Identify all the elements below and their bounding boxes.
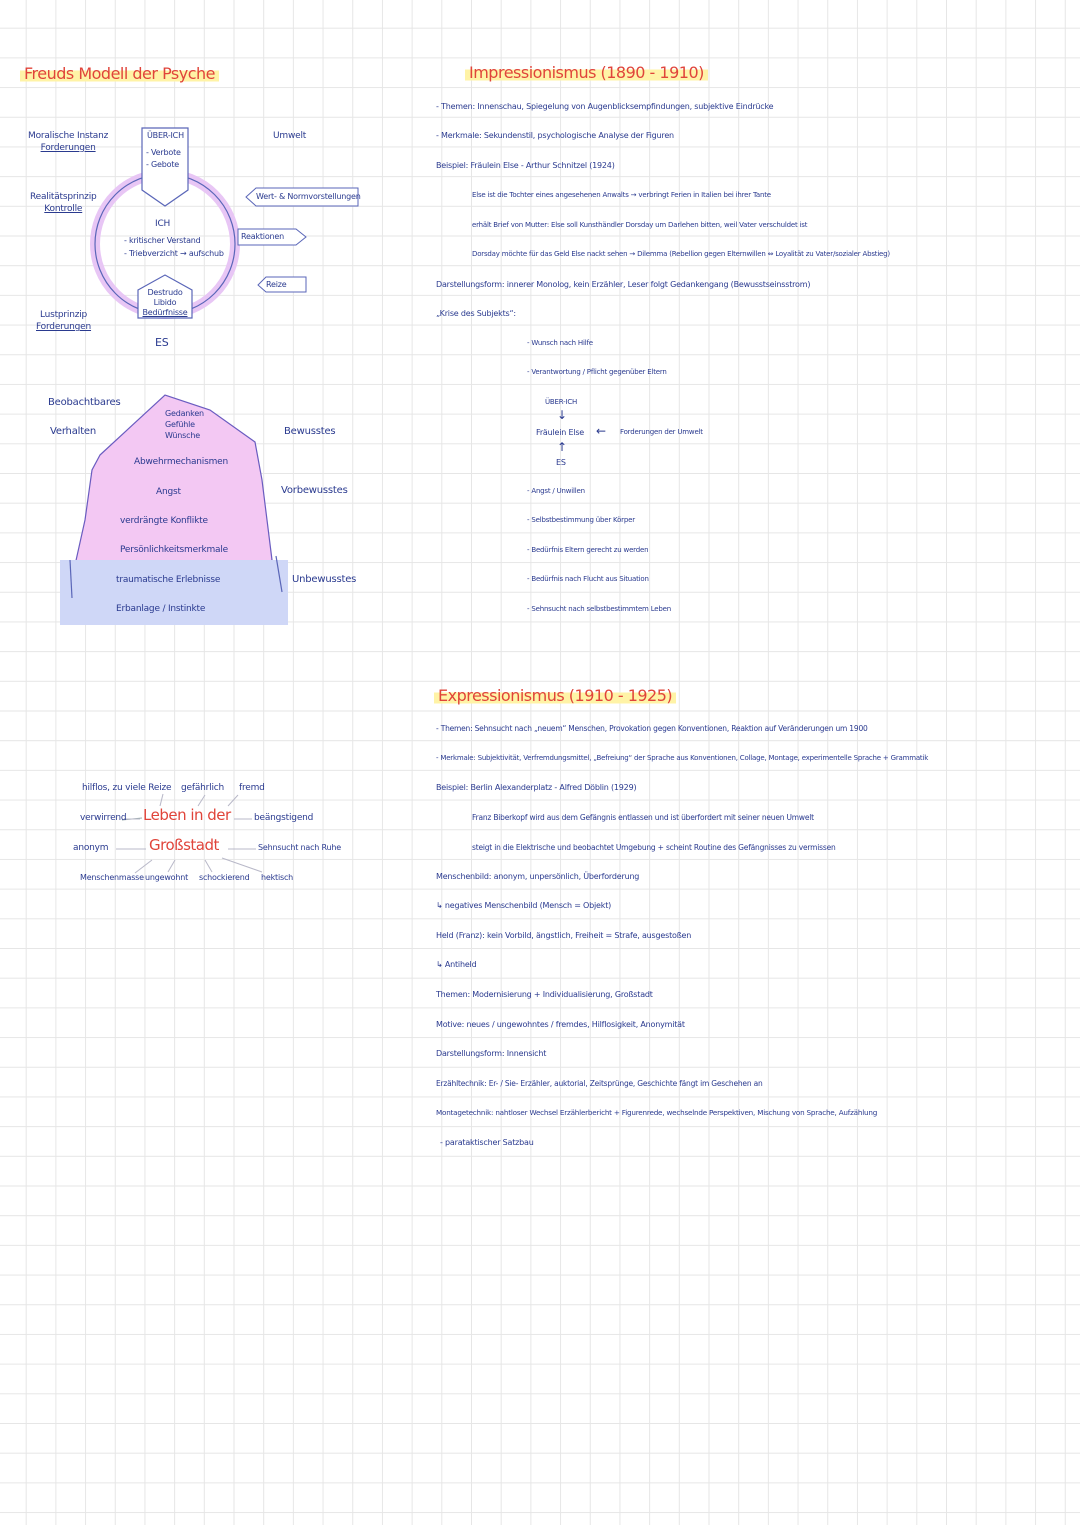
stadt-word-sehnsucht: Sehnsucht nach Ruhe (258, 843, 341, 852)
imp-line-else-1: Else ist die Tochter eines angesehenen A… (472, 191, 771, 199)
imp-bullet-3: - Angst / Unwillen (527, 487, 585, 495)
stadt-word-gefaehrlich: gefährlich (181, 783, 224, 793)
imp-bullet-7: - Sehnsucht nach selbstbestimmtem Leben (527, 605, 671, 613)
gebote-label: - Gebote (146, 160, 179, 169)
exp-line-erzaehltechnik: Erzähltechnik: Er- / Sie- Erzähler, aukt… (436, 1079, 763, 1088)
else-diagram-else: Fräulein Else (536, 428, 585, 437)
stadt-word-ungewohnt: ungewohnt (145, 873, 189, 882)
grossstadt-connectors (116, 793, 263, 874)
werte-arrow-label: Wert- & Normvorstellungen (256, 192, 361, 201)
stadt-word-hektisch: hektisch (261, 873, 294, 882)
stadt-center-1: Leben in der (143, 806, 231, 824)
expressionismus-title: Expressionismus (1910 - 1925) (434, 686, 677, 705)
exp-line-menschenbild: Menschenbild: anonym, unpersönlich, Über… (436, 872, 640, 881)
imp-line-else-3: Dorsday möchte für das Geld Else nackt s… (472, 250, 890, 258)
imp-line-darstellung: Darstellungsform: innerer Monolog, kein … (436, 280, 811, 289)
es-needs-label: Destrudo Libido Bedürfnisse (142, 288, 188, 317)
reality-principle-label: Realitätsprinzip Kontrolle (30, 192, 97, 214)
angst-label: Angst (156, 487, 181, 497)
unbewusstes-label: Unbewusstes (292, 574, 357, 585)
bewusstes-label: Bewusstes (284, 426, 336, 437)
iceberg-top-label: Gedanken Gefühle Wünsche (165, 409, 204, 440)
ich-line-2: - Triebverzicht → aufschub (124, 249, 224, 258)
stadt-word-anonym: anonym (73, 843, 109, 853)
trauma-label: traumatische Erlebnisse (116, 575, 221, 585)
imp-bullet-2: - Verantwortung / Pflicht gegenüber Elte… (527, 368, 667, 376)
imp-line-else-2: erhält Brief von Mutter: Else soll Kunst… (472, 221, 808, 229)
stadt-word-schockierend: schockierend (199, 873, 250, 882)
freud-title: Freuds Modell der Psyche (20, 64, 220, 83)
vorbewusstes-label: Vorbewusstes (281, 485, 348, 496)
beobachtbares-label: Beobachtbares (48, 397, 121, 408)
arrow-down-icon: ↓ (557, 408, 568, 422)
freud-diagram (60, 127, 359, 821)
arrow-up-icon: ↑ (557, 440, 568, 454)
ich-label: ICH (155, 219, 171, 229)
imp-line-beispiel: Beispiel: Fräulein Else - Arthur Schnitz… (436, 161, 615, 170)
imp-bullet-1: - Wunsch nach Hilfe (527, 339, 593, 347)
exp-line-motive: Motive: neues / ungewohntes / fremdes, H… (436, 1020, 685, 1029)
else-diagram-ueberich: ÜBER-ICH (545, 398, 578, 406)
exp-line-franz-1: Franz Biberkopf wird aus dem Gefängnis e… (472, 813, 814, 822)
exp-line-montage: Montagetechnik: nahtloser Wechsel Erzähl… (436, 1108, 878, 1117)
umwelt-label: Umwelt (273, 131, 307, 141)
reize-arrow-label: Reize (266, 280, 287, 289)
moral-instance-label: Moralische Instanz Forderungen (28, 131, 109, 153)
exp-line-beispiel: Beispiel: Berlin Alexanderplatz - Alfred… (436, 783, 637, 792)
exp-line-held: Held (Franz): kein Vorbild, ängstlich, F… (436, 931, 692, 940)
imp-line-themen: - Themen: Innenschau, Spiegelung von Aug… (436, 102, 774, 111)
reaktionen-arrow-label: Reaktionen (241, 232, 284, 241)
exp-line-darstellung: Darstellungsform: Innensicht (436, 1049, 547, 1058)
konflikte-label: verdrängte Konflikte (120, 516, 208, 526)
imp-bullet-4: - Selbstbestimmung über Körper (527, 516, 635, 524)
erbanlage-label: Erbanlage / Instinkte (116, 604, 206, 614)
stadt-center-2: Großstadt (149, 836, 219, 854)
verhalten-label: Verhalten (50, 426, 97, 437)
exp-line-themen-2: Themen: Modernisierung + Individualisier… (436, 990, 653, 999)
else-diagram-es: ES (556, 458, 566, 467)
ueberich-label: ÜBER-ICH (147, 131, 184, 140)
imp-line-krise: „Krise des Subjekts“: (436, 309, 516, 318)
else-diagram-forderungen: Forderungen der Umwelt (620, 428, 703, 436)
stadt-word-menschenmasse: Menschenmasse (80, 873, 144, 882)
imp-bullet-5: - Bedürfnis Eltern gerecht zu werden (527, 546, 649, 554)
stadt-word-beaengstigend: beängstigend (254, 813, 314, 823)
exp-line-franz-2: steigt in die Elektrische und beobachtet… (472, 843, 836, 852)
imp-line-merkmale: - Merkmale: Sekundenstil, psychologische… (436, 131, 674, 140)
arrow-left-icon: ← (596, 424, 607, 438)
stadt-word-verwirrend: verwirrend (80, 813, 127, 823)
stadt-word-fremd: fremd (239, 783, 265, 793)
abwehr-label: Abwehrmechanismen (134, 457, 228, 467)
imp-bullet-6: - Bedürfnis nach Flucht aus Situation (527, 575, 649, 583)
exp-line-themen: - Themen: Sehnsucht nach „neuem“ Mensche… (436, 724, 868, 733)
persoenlichkeit-label: Persönlichkeitsmerkmale (120, 545, 228, 555)
es-label: ES (155, 336, 169, 349)
exp-line-satzbau: - parataktischer Satzbau (440, 1138, 534, 1147)
ich-line-1: - kritischer Verstand (124, 236, 201, 245)
exp-line-negativ: ↳ negatives Menschenbild (Mensch = Objek… (436, 901, 612, 910)
pleasure-principle-label: Lustprinzip Forderungen (36, 310, 92, 332)
verbote-label: - Verbote (146, 148, 181, 157)
exp-line-merkmale: - Merkmale: Subjektivität, Verfremdungsm… (436, 754, 929, 762)
impressionismus-title: Impressionismus (1890 - 1910) (465, 63, 708, 82)
exp-line-antiheld: ↳ Antiheld (436, 960, 477, 969)
stadt-word-hilflos: hilflos, zu viele Reize (82, 783, 172, 793)
